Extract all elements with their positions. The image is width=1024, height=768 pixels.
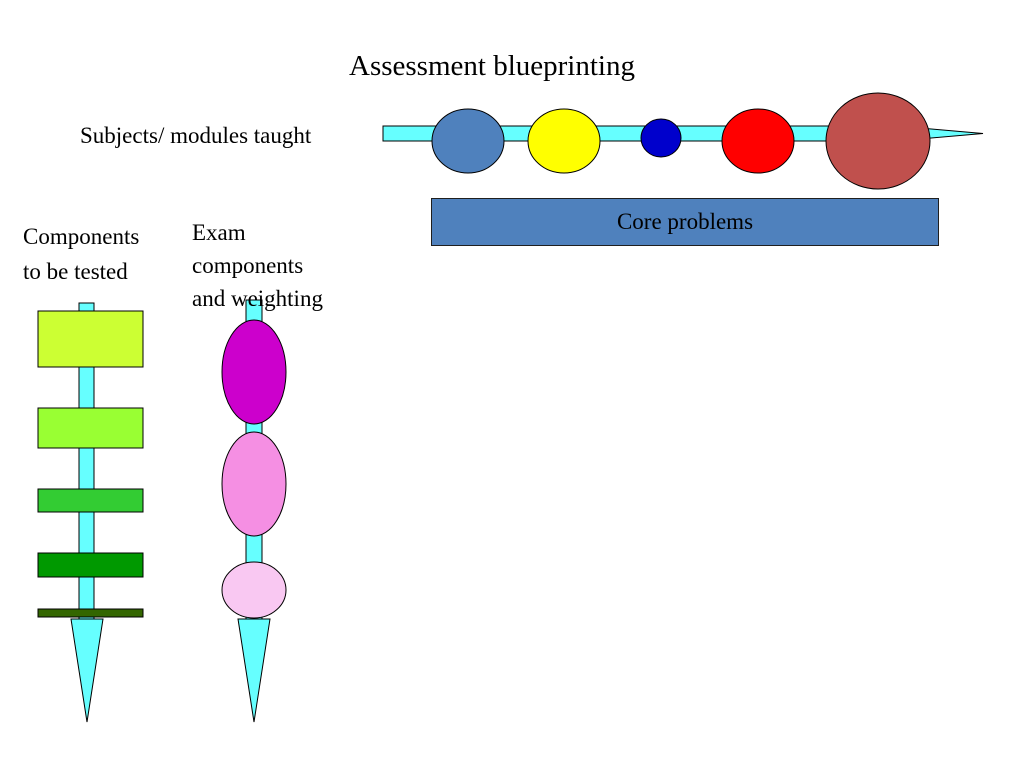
page-title: Assessment blueprinting [349,50,635,82]
exam-label-line-1: Exam [192,220,246,245]
component-bar-4 [37,552,144,578]
exam-ellipse-1 [221,319,287,425]
subject-circle-2 [527,108,601,174]
component-bar-2 [37,407,144,449]
components-label-line-2: to be tested [23,259,128,284]
subject-circle-3 [640,118,682,158]
exam-label: Exam components and weighting [192,216,323,315]
exam-label-line-2: components [192,253,304,278]
components-label-line-1: Components [23,224,140,249]
components-label: Components to be tested [23,219,139,289]
subject-circle-1 [431,108,505,174]
core-problems-box: Core problems [431,198,939,246]
subject-circle-5 [825,92,931,190]
exam-ellipse-3 [221,561,287,619]
component-bar-5 [37,608,144,618]
exam-arrow-head [237,618,271,723]
core-problems-label: Core problems [616,209,754,234]
component-bar-1 [37,310,144,368]
exam-ellipse-2 [221,431,287,537]
components-arrow-head [70,618,104,723]
subject-circles [431,92,931,190]
subject-circle-4 [721,108,795,174]
subjects-label: Subjects/ modules taught [80,123,312,148]
exam-ellipses [221,319,287,619]
component-bar-3 [37,488,144,513]
components-arrow [70,302,104,723]
exam-label-line-3: and weighting [192,286,323,311]
component-bars [37,310,144,618]
